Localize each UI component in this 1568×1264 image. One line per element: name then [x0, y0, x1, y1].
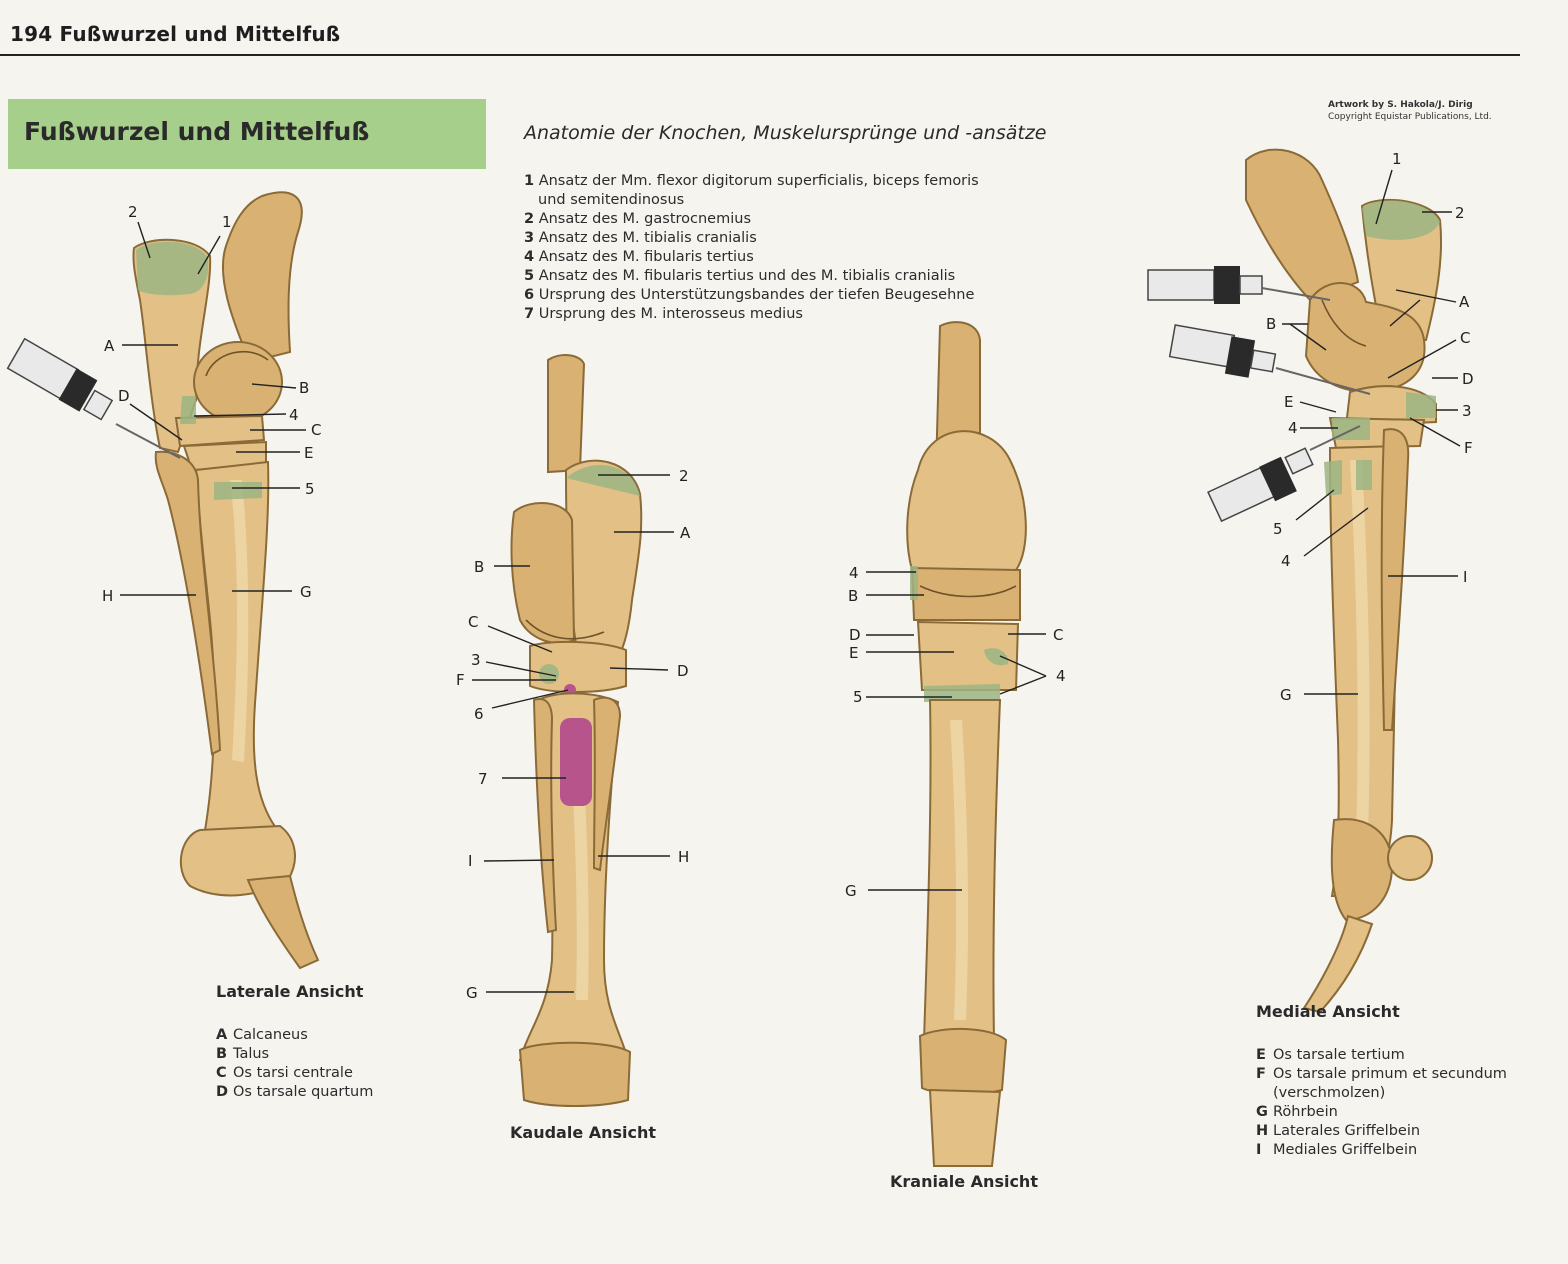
lateral-view-labels: 2 1 A B D 4 C E 5 H G: [102, 203, 321, 605]
legend-item-continuation: (verschmolzen): [1273, 1085, 1386, 1101]
intro-subtitle: Anatomie der Knochen, Muskelursprünge un…: [524, 122, 1047, 144]
svg-text:4: 4: [1281, 552, 1291, 570]
caudal-view-leaders: [472, 474, 674, 993]
svg-text:3: 3: [471, 651, 481, 669]
cranial-view-bones: [906, 321, 1027, 1167]
svg-text:G: G: [466, 984, 478, 1002]
svg-text:C: C: [468, 613, 478, 631]
legend-item: 2 Ansatz des M. gastrocnemius: [524, 211, 751, 227]
svg-text:1: 1: [1392, 150, 1402, 168]
svg-text:E: E: [304, 444, 313, 462]
svg-text:5: 5: [853, 688, 863, 706]
svg-text:2: 2: [1455, 204, 1465, 222]
syringe-icon: [1147, 266, 1331, 304]
cranial-view-title: Kraniale Ansicht: [890, 1172, 1038, 1191]
svg-text:A: A: [1459, 293, 1470, 311]
svg-text:D: D: [1462, 370, 1474, 388]
legend-item: 4 Ansatz des M. fibularis tertius: [524, 249, 754, 265]
syringe-icon: [1207, 425, 1361, 523]
svg-text:E: E: [849, 644, 858, 662]
medial-view-leaders: [1282, 169, 1461, 695]
svg-text:B: B: [1266, 315, 1276, 333]
svg-text:2: 2: [679, 467, 689, 485]
legend-item: 1 Ansatz der Mm. flexor digitorum superf…: [524, 173, 979, 189]
legend-item: 5 Ansatz des M. fibularis tertius und de…: [524, 268, 956, 284]
svg-text:4: 4: [1288, 419, 1298, 437]
lateral-view-bones: [6, 191, 320, 970]
cranial-view-leaders: [866, 571, 1047, 891]
svg-text:4: 4: [849, 564, 859, 582]
svg-text:H: H: [102, 587, 113, 605]
intro-legend: 1 Ansatz der Mm. flexor digitorum superf…: [524, 172, 994, 324]
svg-text:6: 6: [474, 705, 484, 723]
running-head: 194 Fußwurzel und Mittelfuß: [10, 22, 341, 46]
caudal-view-labels: 2 A B C 3 D F 6 7 I H G: [456, 467, 691, 1002]
caudal-view-title: Kaudale Ansicht: [510, 1123, 657, 1142]
svg-text:C: C: [311, 421, 321, 439]
svg-text:5: 5: [1273, 520, 1283, 538]
svg-text:C: C: [1053, 626, 1063, 644]
lateral-view-title: Laterale Ansicht: [216, 982, 364, 1001]
svg-text:B: B: [299, 379, 309, 397]
svg-text:5: 5: [305, 480, 315, 498]
legend-item: 3 Ansatz des M. tibialis cranialis: [524, 230, 757, 246]
section-title: Fußwurzel und Mittelfuß: [24, 117, 370, 146]
svg-text:G: G: [845, 882, 857, 900]
svg-text:I: I: [468, 852, 472, 870]
svg-text:G: G: [1280, 686, 1292, 704]
caudal-view-bones: [510, 354, 643, 1107]
svg-text:B: B: [474, 558, 484, 576]
medial-view-labels: 1 2 A B C D E 3 4 F 5 4 I G: [1266, 150, 1474, 704]
section-title-box: Fußwurzel und Mittelfuß: [8, 99, 486, 169]
artwork-credit: Artwork by S. Hakola/J. Dirig Copyright …: [1328, 100, 1492, 122]
svg-text:A: A: [680, 524, 691, 542]
svg-text:C: C: [1460, 329, 1470, 347]
medial-view-bones: [1147, 148, 1443, 1014]
svg-text:3: 3: [1462, 402, 1472, 420]
svg-text:D: D: [849, 626, 861, 644]
svg-text:F: F: [1464, 439, 1473, 457]
legend-item: 6 Ursprung des Unterstützungsbandes der …: [524, 287, 975, 303]
svg-text:4: 4: [1056, 667, 1066, 685]
svg-text:H: H: [678, 848, 689, 866]
medial-view-title: Mediale Ansicht: [1256, 1002, 1400, 1021]
svg-text:2: 2: [128, 203, 138, 221]
syringe-icon: [1168, 324, 1371, 395]
cranial-view-labels: 4 B D C E 4 5 G: [845, 564, 1066, 900]
svg-text:7: 7: [478, 770, 488, 788]
svg-text:1: 1: [222, 213, 232, 231]
svg-text:D: D: [118, 387, 130, 405]
svg-text:D: D: [677, 662, 689, 680]
svg-text:E: E: [1284, 393, 1293, 411]
header-rule: [0, 54, 1520, 56]
lateral-view-leaders: [120, 221, 306, 596]
svg-text:F: F: [456, 671, 465, 689]
svg-text:G: G: [300, 583, 312, 601]
legend-item: 7 Ursprung des M. interosseus medius: [524, 306, 803, 322]
svg-text:A: A: [104, 337, 115, 355]
svg-text:I: I: [1463, 568, 1467, 586]
svg-text:B: B: [848, 587, 858, 605]
svg-text:4: 4: [289, 406, 299, 424]
syringe-icon: [6, 337, 181, 459]
legend-item-continuation: und semitendinosus: [538, 192, 685, 208]
